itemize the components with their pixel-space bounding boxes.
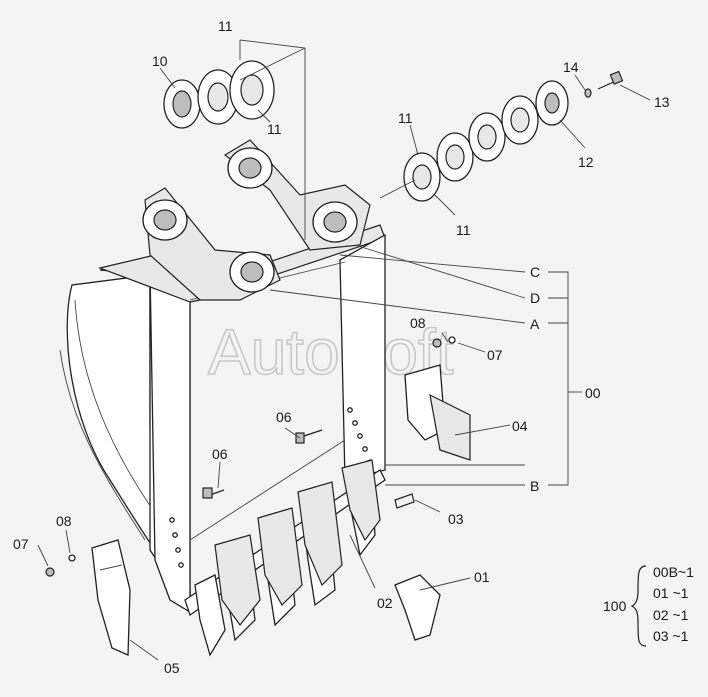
- legend-row-1: 00B~1: [653, 564, 694, 580]
- callout-labels: 10 11 11 11 11 14 13 12 C D A 00 B 08 07…: [13, 18, 670, 676]
- label-08-right: 08: [410, 315, 426, 331]
- label-10: 10: [152, 53, 168, 69]
- side-cutter-left: [45, 539, 131, 656]
- label-07-right: 07: [487, 347, 503, 363]
- label-12: 12: [578, 154, 594, 170]
- label-02: 02: [377, 595, 393, 611]
- legend-row-2: 01 ~1: [653, 585, 689, 601]
- label-03: 03: [448, 511, 464, 527]
- label-A: A: [530, 316, 540, 332]
- teeth-row: [194, 459, 381, 657]
- label-01: 01: [474, 569, 490, 585]
- label-C: C: [530, 264, 540, 280]
- bolts: [202, 429, 323, 499]
- label-08-left: 08: [56, 513, 72, 529]
- assembly-legend: 100 00B~1 01 ~1 02 ~1 03 ~1: [603, 564, 694, 647]
- label-06-lower: 06: [212, 446, 228, 462]
- legend-group-number: 100: [603, 598, 627, 614]
- label-00: 00: [585, 385, 601, 401]
- shim-stack-left: [163, 60, 275, 129]
- spare-tooth: [394, 493, 441, 641]
- label-13: 13: [654, 94, 670, 110]
- label-04: 04: [512, 418, 528, 434]
- label-14: 14: [563, 59, 579, 75]
- legend-row-3: 02 ~1: [653, 607, 689, 623]
- label-06-upper: 06: [276, 409, 292, 425]
- label-11-top: 11: [218, 18, 233, 34]
- label-D: D: [530, 290, 540, 306]
- label-11-right-bottom: 11: [456, 222, 471, 238]
- label-05: 05: [164, 660, 180, 676]
- side-cutter-right: [404, 336, 471, 461]
- label-11-left: 11: [267, 121, 282, 137]
- legend-brace: [630, 565, 647, 647]
- shim-stack-right: [403, 70, 624, 202]
- label-11-right-top: 11: [398, 110, 413, 126]
- label-07-left: 07: [13, 536, 29, 552]
- legend-row-4: 03 ~1: [653, 628, 689, 644]
- label-B: B: [530, 478, 539, 494]
- mounting-brackets: [142, 139, 371, 301]
- leader-lines: [37, 39, 651, 661]
